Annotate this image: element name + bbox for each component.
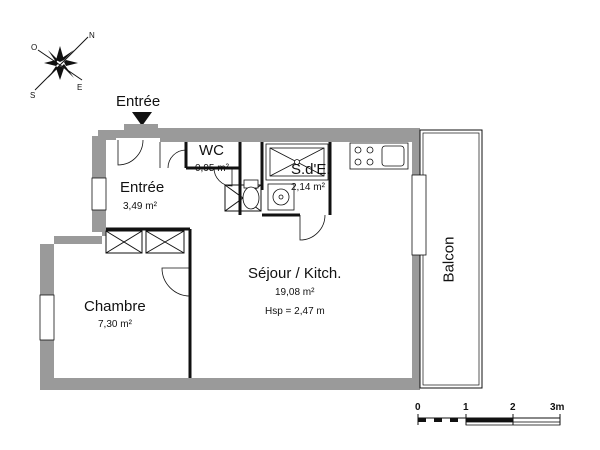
room-name-wc: WC [199,142,224,159]
shower-icon [265,143,329,181]
scale-tick-0: 0 [415,402,421,413]
room-name-sejour: Séjour / Kitch. [248,265,342,282]
scale-bar [417,414,561,426]
kitchen-counter-icon [349,142,409,170]
doors [117,139,326,297]
compass-icon [34,36,89,91]
room-name-chambre: Chambre [84,298,146,315]
room-area-wc: 0,95 m² [195,163,229,174]
interior-walls [106,142,332,378]
compass-e: E [77,83,83,92]
room-area-sejour: 19,08 m² [275,287,315,298]
scale-tick-3: 3m [550,402,565,413]
room-name-sde: S.d'E. [291,161,331,178]
compass-o: O [31,43,38,52]
room-area-chambre: 7,30 m² [98,319,132,330]
scale-tick-1: 1 [463,402,469,413]
room-area-entree: 3,49 m² [123,201,157,212]
room-height-sejour: Hsp = 2,47 m [265,306,325,317]
balcony-outline [419,129,483,389]
compass-n: N [89,31,95,40]
compass-s: S [30,91,36,100]
washbasin-icon [267,183,295,211]
room-name-entree: Entrée [120,179,165,196]
entrance-arrow-icon [132,112,152,126]
window-entree [91,177,107,211]
window-chambre [39,294,55,341]
wc-toilet-icon [242,179,260,210]
room-name-balcon: Balcon [440,236,458,283]
window-sejour [411,174,427,256]
scale-tick-2: 2 [510,402,516,413]
entrance-label: Entrée [116,93,161,110]
room-area-sde: 2,14 m² [291,182,325,193]
